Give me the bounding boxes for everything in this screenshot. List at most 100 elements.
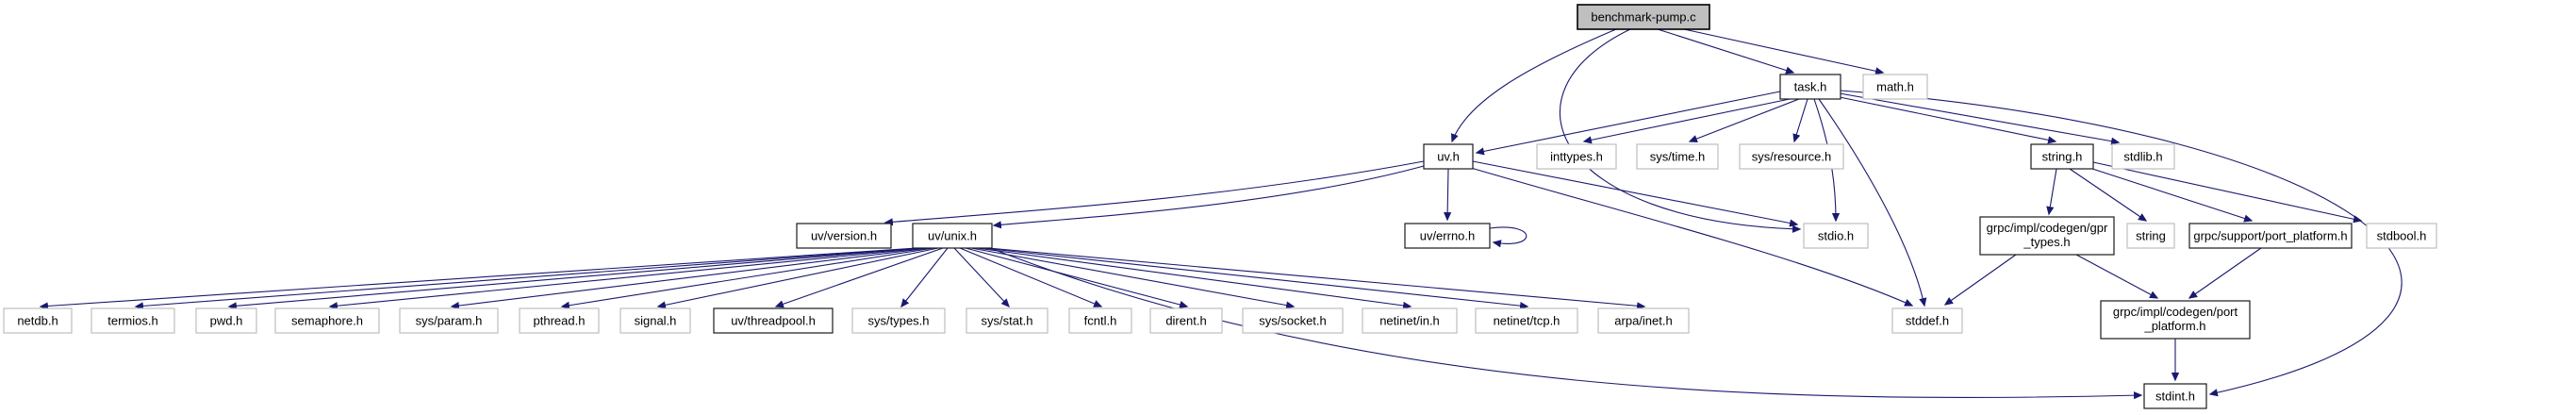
- edge-task-h-to-uv-h: [1475, 91, 1781, 156]
- node-label-grpc-impl-codegen-gpr-types-h: grpc/impl/codegen/gpr_types.h: [1987, 221, 2108, 249]
- edge-uv-h-to-stddef-h: [1470, 167, 1914, 307]
- node-termios-h: termios.h: [91, 307, 175, 334]
- node-inttypes-h: inttypes.h: [1536, 143, 1617, 170]
- node-box-sys-stat-h: [966, 307, 1049, 334]
- edge-uv-h-to-stdio-h: [1472, 160, 1799, 227]
- node-box-stdint-h[interactable]: [2143, 383, 2207, 409]
- edge-uv-unix-h-to-netdb-h: [39, 247, 917, 310]
- node-box-netinet-in-h: [1362, 307, 1458, 334]
- edge-grpc-impl-codegen-gpr-types-h-to-stddef-h: [1943, 254, 2017, 306]
- node-box-sys-resource-h: [1739, 143, 1844, 170]
- node-pthread-h: pthread.h: [519, 307, 600, 334]
- node-box-sys-param-h: [399, 307, 499, 334]
- node-label-termios-h: termios.h: [107, 314, 157, 328]
- node-uv-version-h: uv/version.h: [796, 223, 892, 249]
- node-netinet-in-h: netinet/in.h: [1362, 307, 1458, 334]
- edge-uv-unix-h-to-uv-threadpool-h: [774, 247, 944, 308]
- node-box-dirent-h: [1149, 307, 1223, 334]
- node-box-termios-h: [91, 307, 175, 334]
- edge-task-h-to-sys-time-h: [1688, 98, 1800, 142]
- node-label-benchmark-pump-c: benchmark-pump.c: [1591, 10, 1696, 25]
- node-box-uv-errno-h[interactable]: [1404, 223, 1491, 249]
- node-box-signal-h: [619, 307, 691, 334]
- node-box-task-h[interactable]: [1779, 74, 1841, 100]
- edge-task-h-to-stdlib-h: [1839, 92, 2121, 145]
- edge-benchmark-pump-c-to-math-h: [1683, 28, 1885, 75]
- node-box-grpc-impl-codegen-gpr-types-h[interactable]: [1979, 216, 2115, 256]
- node-label-signal-h: signal.h: [635, 314, 677, 328]
- node-label-pwd-h: pwd.h: [210, 314, 243, 328]
- edge-uv-unix-h-to-netinet-in-h: [976, 247, 1412, 310]
- edge-task-h-to-string-h: [1839, 96, 2057, 144]
- node-math-h: math.h: [1862, 74, 1928, 100]
- node-label-stdint-h: stdint.h: [2155, 390, 2195, 404]
- node-box-grpc-support-port-platform-h[interactable]: [2188, 223, 2353, 249]
- node-dirent-h: dirent.h: [1149, 307, 1223, 334]
- node-fcntl-h: fcntl.h: [1068, 307, 1132, 334]
- node-string: string: [2126, 223, 2175, 249]
- node-box-pwd-h: [195, 307, 257, 334]
- node-label-uv-version-h: uv/version.h: [811, 229, 877, 243]
- node-box-sys-socket-h: [1242, 307, 1344, 334]
- edge-uv-h-to-uv-version-h: [883, 160, 1425, 226]
- node-label-sys-param-h: sys/param.h: [416, 314, 483, 328]
- node-grpc-impl-codegen-gpr-types-h: grpc/impl/codegen/gpr_types.h: [1979, 216, 2115, 256]
- edge-uv-unix-h-to-sys-socket-h: [970, 247, 1296, 309]
- node-box-stdbool-h: [2366, 223, 2437, 249]
- edge-uv-unix-h-to-semaphore-h: [328, 247, 927, 310]
- node-stddef-h: stddef.h: [1891, 307, 1963, 334]
- node-box-benchmark-pump-c: [1577, 4, 1710, 30]
- node-label-semaphore-h: semaphore.h: [291, 314, 363, 328]
- edge-uv-unix-h-to-sys-stat-h: [953, 247, 1010, 308]
- node-label-task-h: task.h: [1794, 80, 1827, 94]
- node-box-sys-types-h: [851, 307, 946, 334]
- node-label-stdbool-h: stdbool.h: [2377, 229, 2427, 243]
- edge-uv-unix-h-to-sys-types-h: [900, 247, 949, 308]
- node-label-sys-time-h: sys/time.h: [1650, 150, 1706, 164]
- node-box-uv-unix-h[interactable]: [912, 223, 993, 249]
- edge-uv-unix-h-to-arpa-inet-h: [987, 247, 1646, 310]
- node-box-uv-threadpool-h[interactable]: [713, 307, 834, 334]
- node-box-arpa-inet-h: [1597, 307, 1690, 334]
- node-label-uv-unix-h: uv/unix.h: [928, 229, 977, 243]
- node-task-h: task.h: [1779, 74, 1841, 100]
- edge-uv-h-to-uv-errno-h: [1444, 168, 1452, 222]
- node-box-pthread-h: [519, 307, 600, 334]
- node-pwd-h: pwd.h: [195, 307, 257, 334]
- edges-layer: [39, 28, 2403, 400]
- edge-uv-unix-h-to-termios-h: [134, 247, 920, 310]
- node-label-uv-h: uv.h: [1437, 150, 1460, 164]
- node-box-grpc-impl-codegen-port-platform-h[interactable]: [2100, 300, 2251, 340]
- edge-task-h-to-sys-resource-h: [1792, 98, 1808, 143]
- edge-benchmark-pump-c-to-uv-h: [1450, 28, 1617, 143]
- node-label-grpc-impl-codegen-port-platform-h: grpc/impl/codegen/port_platform.h: [2113, 305, 2238, 333]
- node-stdbool-h: stdbool.h: [2366, 223, 2437, 249]
- node-signal-h: signal.h: [619, 307, 691, 334]
- node-box-string: [2126, 223, 2175, 249]
- node-box-sys-time-h: [1636, 143, 1719, 170]
- node-box-uv-h[interactable]: [1423, 143, 1474, 170]
- node-label-netdb-h: netdb.h: [17, 314, 58, 328]
- node-uv-threadpool-h: uv/threadpool.h: [713, 307, 834, 334]
- node-stdint-h: stdint.h: [2143, 383, 2207, 409]
- node-box-math-h: [1862, 74, 1928, 100]
- edge-uv-unix-h-to-fcntl-h: [959, 247, 1103, 307]
- edge-uv-unix-h-to-sys-param-h: [450, 247, 931, 310]
- node-sys-stat-h: sys/stat.h: [966, 307, 1049, 334]
- node-box-string-h[interactable]: [2030, 143, 2094, 170]
- node-sys-resource-h: sys/resource.h: [1739, 143, 1844, 170]
- nodes-layer: benchmark-pump.c task.h math.h uv.h inttypes…: [3, 4, 2437, 409]
- edge-uv-unix-h-to-stdint-h: [984, 245, 2143, 400]
- node-uv-h: uv.h: [1423, 143, 1474, 170]
- node-box-uv-version-h[interactable]: [796, 223, 892, 249]
- node-uv-errno-h: uv/errno.h: [1404, 223, 1491, 249]
- node-box-semaphore-h: [274, 307, 380, 334]
- edge-string-h-to-string: [2069, 168, 2148, 222]
- node-label-uv-threadpool-h: uv/threadpool.h: [731, 314, 816, 328]
- node-label-string: string: [2136, 229, 2166, 243]
- node-grpc-support-port-platform-h: grpc/support/port_platform.h: [2188, 223, 2353, 249]
- node-box-fcntl-h: [1068, 307, 1132, 334]
- node-stdio-h: stdio.h: [1803, 223, 1869, 249]
